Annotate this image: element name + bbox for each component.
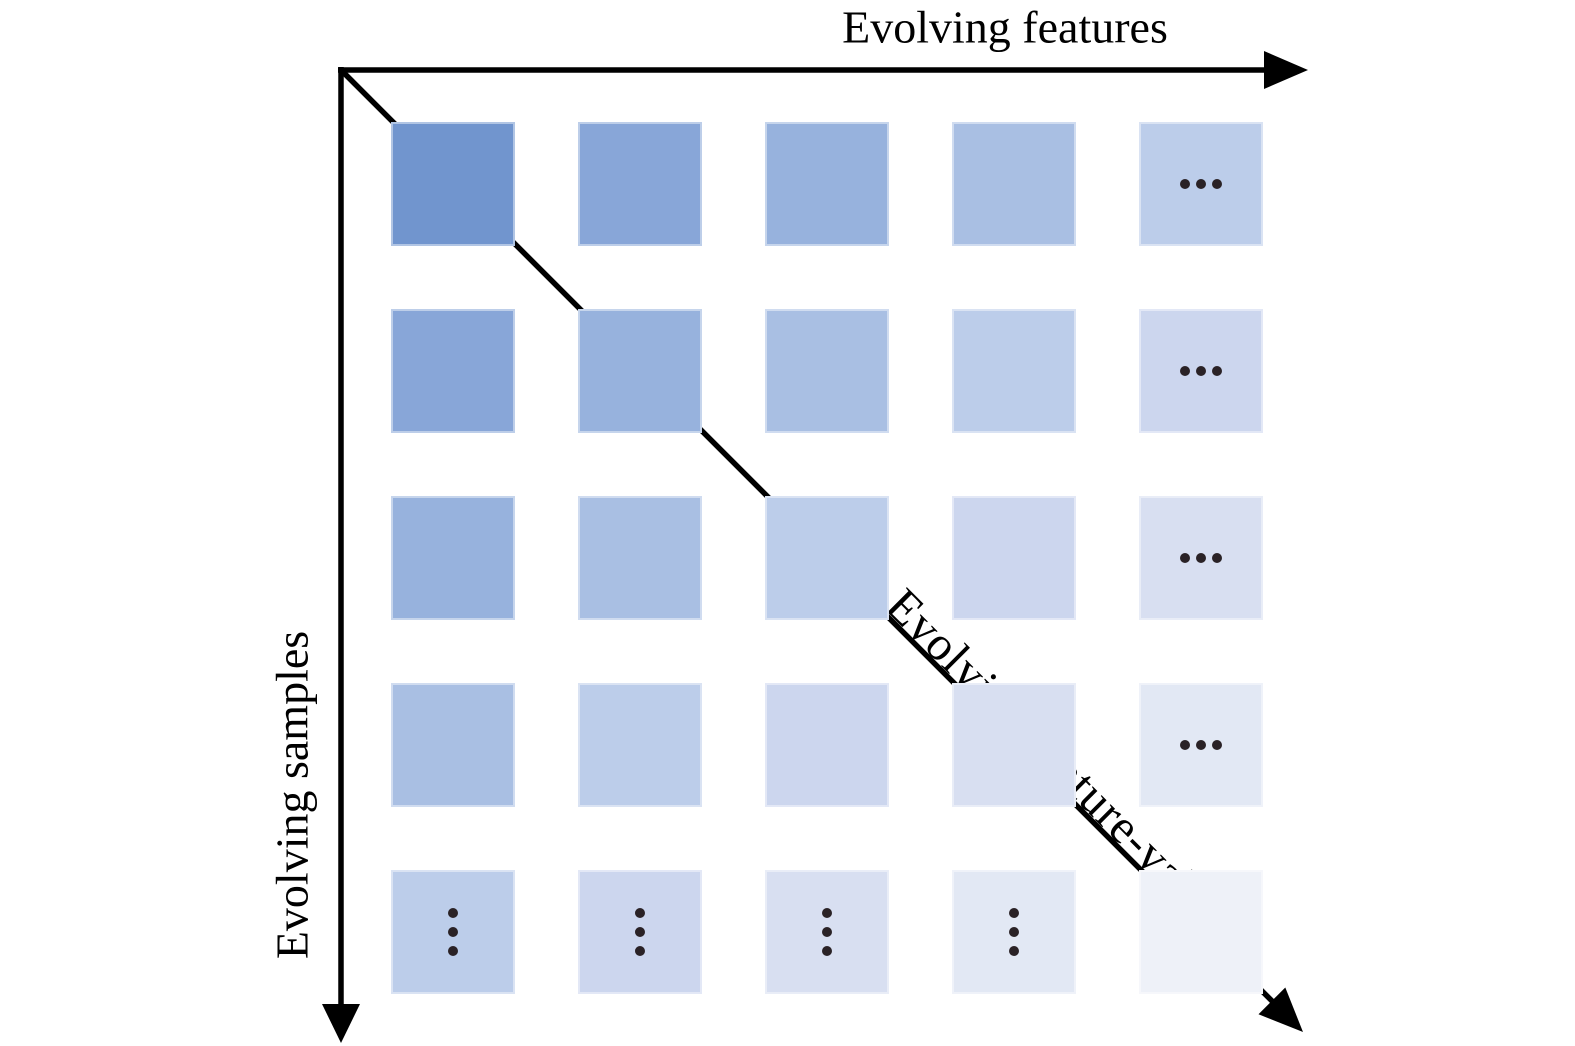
dot	[635, 908, 645, 918]
matrix-cell	[952, 870, 1076, 994]
h-ellipsis-icon	[1180, 553, 1222, 563]
dot	[1180, 179, 1190, 189]
h-ellipsis-icon	[1180, 740, 1222, 750]
dot	[822, 927, 832, 937]
dot	[448, 927, 458, 937]
matrix-cell	[1139, 870, 1263, 994]
matrix-cell	[952, 309, 1076, 433]
dot	[822, 946, 832, 956]
matrix-cell	[578, 122, 702, 246]
matrix-cell	[765, 309, 889, 433]
dot	[1212, 740, 1222, 750]
matrix-cell	[391, 122, 515, 246]
matrix-cell	[578, 683, 702, 807]
y-axis-arrow	[322, 67, 360, 1043]
dot	[1196, 740, 1206, 750]
dot	[1212, 179, 1222, 189]
dot	[1196, 179, 1206, 189]
h-ellipsis-icon	[1180, 366, 1222, 376]
matrix-cell	[1139, 683, 1263, 807]
v-ellipsis-icon	[1009, 908, 1019, 956]
dot	[1009, 927, 1019, 937]
dot	[448, 946, 458, 956]
matrix-cell	[578, 870, 702, 994]
matrix-cell	[578, 309, 702, 433]
v-ellipsis-icon	[635, 908, 645, 956]
dot	[1212, 366, 1222, 376]
matrix-cell	[391, 496, 515, 620]
matrix-cell	[765, 496, 889, 620]
dot	[1196, 553, 1206, 563]
matrix-cell	[952, 496, 1076, 620]
matrix-cell	[391, 309, 515, 433]
v-ellipsis-icon	[822, 908, 832, 956]
x-axis-label: Evolving features	[842, 1, 1168, 53]
matrix-cell	[391, 683, 515, 807]
matrix-cell	[952, 122, 1076, 246]
matrix-cell	[1139, 309, 1263, 433]
matrix-cell	[1139, 122, 1263, 246]
dot	[822, 908, 832, 918]
dot	[1196, 366, 1206, 376]
dot	[1212, 553, 1222, 563]
matrix-cell	[1139, 496, 1263, 620]
matrix-cell	[952, 683, 1076, 807]
matrix-cell	[765, 683, 889, 807]
h-ellipsis-icon	[1180, 179, 1222, 189]
matrix-cell	[391, 870, 515, 994]
v-ellipsis-icon	[448, 908, 458, 956]
dot	[1009, 908, 1019, 918]
dot	[635, 927, 645, 937]
dot	[1180, 740, 1190, 750]
dot	[1180, 366, 1190, 376]
x-axis-arrow	[338, 51, 1308, 89]
matrix-cell	[578, 496, 702, 620]
matrix-cell	[765, 122, 889, 246]
dot	[448, 908, 458, 918]
dot	[1009, 946, 1019, 956]
dot	[1180, 553, 1190, 563]
matrix-cell	[765, 870, 889, 994]
y-axis-label: Evolving samples	[266, 630, 318, 960]
dot	[635, 946, 645, 956]
